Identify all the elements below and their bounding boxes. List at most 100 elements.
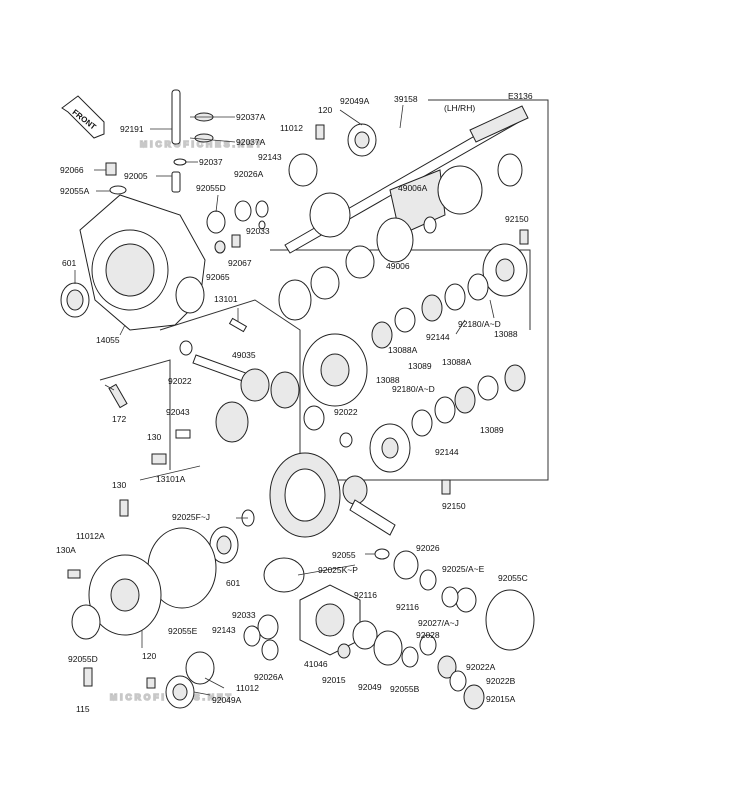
leader-lines [74,104,495,696]
bearing-92116-upper [393,550,419,580]
seal-92065 [214,240,226,254]
washer-92143-upper [255,200,269,218]
label-92055d-1: 92055D [196,183,226,193]
label-11012a: 11012A [76,531,105,541]
variant-label: (LH/RH) [444,103,475,113]
washer-92022b [449,670,467,692]
bolt-92150-upper [519,229,529,245]
ring-92022-mid [339,432,353,448]
nut-92015 [337,643,351,659]
flange-11012-lower [185,651,215,685]
oring-92055a [109,185,127,195]
ring-92037 [173,158,187,166]
housing-14055 [79,194,206,331]
label-11012-1: 11012 [280,123,303,133]
label-92022-1: 92022 [168,376,192,386]
label-92150-2: 92150 [442,501,466,511]
label-601-2: 601 [226,578,240,588]
label-92026a-1: 92026A [234,169,264,179]
label-92055a: 92055A [60,186,90,196]
label-92143-1: 92143 [258,152,282,162]
label-92066: 92066 [60,165,84,175]
label-92026-1: 92026 [416,543,440,553]
label-41046: 41046 [304,659,328,669]
label-130a: 130A [56,545,76,555]
plate-13088-lower [504,364,526,392]
oring-92055d-lower [71,604,101,640]
washer-92033-upper [258,220,266,230]
label-92049: 92049 [358,682,382,692]
label-120-2: 120 [142,651,156,661]
label-13088a-2: 13088A [442,357,472,367]
plug-92066 [105,162,117,176]
pin-group-outline [99,359,171,470]
label-49006: 49006 [386,261,410,271]
front-arrow-icon: FRONT [61,95,105,139]
collar-92026-lower [419,569,437,591]
flange-92150-upper [482,243,528,297]
label-601-1: 601 [62,258,76,268]
label-92037a-2: 92037A [236,137,266,147]
oring-92055d-upper [206,210,226,234]
label-92025k-p: 92025K~P [318,565,358,575]
bolt-172 [108,383,128,409]
diff-case-13101 [302,333,368,407]
bearing-92049a-lower [165,675,195,709]
plate-13089-lower [477,375,499,401]
housing-41046 [299,584,361,656]
plate-13088a-upper [371,321,393,349]
label-39158: 39158 [394,94,418,104]
label-92055c: 92055C [498,573,528,583]
label-92067: 92067 [228,258,252,268]
seal-92033-lower [257,614,279,640]
flange-13101a [369,423,411,473]
bearing-601-lower [209,526,239,564]
clip-92037a-lower [194,133,214,143]
label-115: 115 [76,704,90,714]
bearing-92049 [352,620,403,666]
label-92025f-j: 92025F~J [172,512,210,522]
label-92150-1: 92150 [505,214,529,224]
label-92022-2: 92022 [334,407,358,417]
label-92191: 92191 [120,124,144,134]
bolt-92150-lower [441,479,451,495]
shim-92180-lower [434,396,456,424]
washer-92143-lower [243,625,261,647]
plate-13088-upper [421,294,443,322]
shim-92025a [455,587,477,613]
label-92055d-2: 92055D [68,654,98,664]
label-13089-1: 13089 [408,361,432,371]
label-92043: 92043 [166,407,190,417]
ring-92022-left [179,340,193,356]
label-130-1: 130 [147,432,161,442]
label-92022b: 92022B [486,676,516,686]
label-92180-1: 92180/A~D [458,319,501,329]
cover-11012a [88,554,162,636]
label-92037: 92037 [199,157,223,167]
ring-92055b [401,646,419,668]
bolt-120-lower [146,677,156,689]
ring-92028 [419,634,437,656]
nut-92022a [437,655,457,679]
label-92065: 92065 [206,272,230,282]
label-92055e: 92055E [168,626,198,636]
label-13089-2: 13089 [480,425,504,435]
label-13101: 13101 [214,294,238,304]
bolt-130-left [119,499,129,517]
label-92025a-e: 92025/A~E [442,564,485,574]
ring-gear [269,452,341,538]
gears-differential [215,368,325,443]
nut-92015a [463,684,485,710]
label-172: 172 [112,414,126,424]
diagram-code: E3136 [508,91,533,101]
diff-group-outline [159,299,301,480]
bearing-92049a-upper [347,123,377,157]
label-14055: 14055 [96,335,120,345]
bolt-130a [67,569,81,579]
plate-13089-upper [394,307,416,333]
drive-shaft-group-outline [300,99,549,481]
label-92027-a-j: 92027/A~J [418,618,459,628]
label-92033-2: 92033 [232,610,256,620]
label-92015: 92015 [322,675,346,685]
